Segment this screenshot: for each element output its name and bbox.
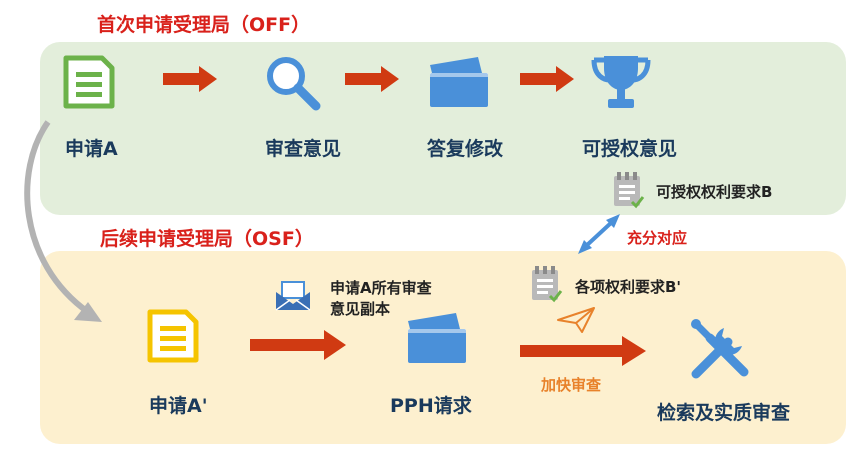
accelerate-label: 加快审查 xyxy=(541,376,602,394)
step-reply-amendment: 答复修改 xyxy=(427,138,504,160)
claims-b-prime: 各项权利要求B' xyxy=(575,278,682,296)
magnifier-icon xyxy=(267,57,321,111)
pph-request: PPH请求 xyxy=(390,395,472,417)
step-allowable-opinion: 可授权意见 xyxy=(582,138,678,160)
correspondence-label: 充分对应 xyxy=(627,229,688,247)
copy-label-line2: 意见副本 xyxy=(330,300,391,318)
document-yellow-icon xyxy=(147,309,199,363)
folder-icon xyxy=(408,313,466,363)
notepad-icon xyxy=(614,172,645,209)
osf-title: 后续申请受理局（OSF） xyxy=(100,228,314,250)
copy-label-line1: 申请A所有审查 xyxy=(330,279,432,297)
envelope-icon xyxy=(275,281,311,311)
allowable-claims-b: 可授权权利要求B xyxy=(656,183,773,201)
step-examination-opinion: 审查意见 xyxy=(265,138,342,160)
long-arrow-right-icon xyxy=(520,336,646,366)
paper-plane-icon xyxy=(557,307,595,333)
off-title: 首次申请受理局（OFF） xyxy=(97,14,311,36)
notepad-icon xyxy=(532,266,563,303)
step-application-a: 申请A xyxy=(65,138,118,160)
folder-icon xyxy=(430,57,488,107)
tools-icon xyxy=(691,319,749,379)
search-substantive-exam: 检索及实质审查 xyxy=(657,402,791,424)
long-arrow-right-icon xyxy=(250,330,346,360)
application-a-prime: 申请A' xyxy=(149,395,208,417)
arrow-right-icon xyxy=(345,66,399,92)
document-green-icon xyxy=(63,55,115,109)
arrow-right-icon xyxy=(163,66,217,92)
arrow-right-icon xyxy=(520,66,574,92)
trophy-icon xyxy=(591,56,651,108)
bidirectional-arrow-icon xyxy=(578,214,620,254)
